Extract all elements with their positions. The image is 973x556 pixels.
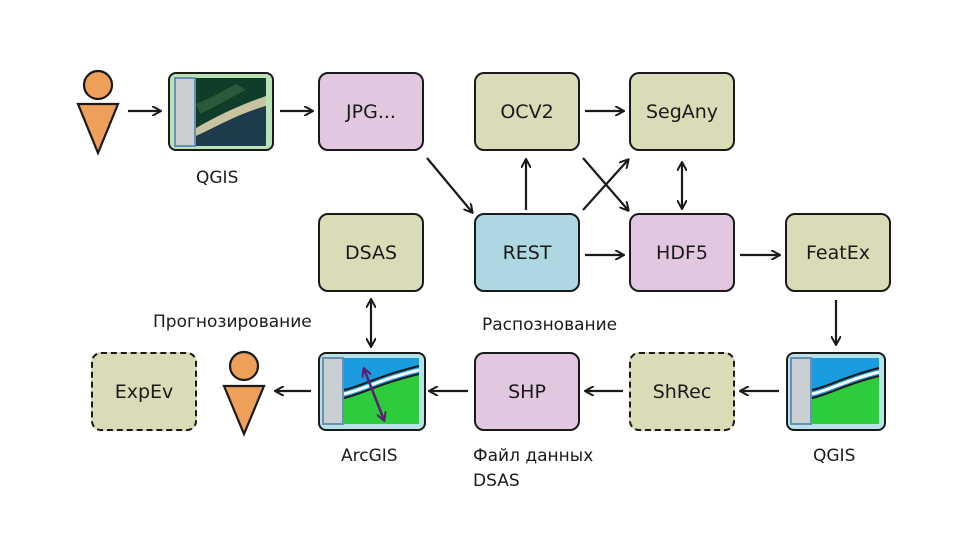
featex-node: FeatEx (785, 213, 891, 292)
qgis-top-label: QGIS (196, 168, 239, 188)
hdf5-node: HDF5 (629, 213, 735, 292)
jpg-node: JPG... (318, 72, 424, 151)
arrow-ocv2-to-hdf5 (582, 157, 628, 210)
forecast-label: Прогнозирование (153, 312, 312, 332)
arrow-jpg-to-rest (426, 157, 472, 212)
shoreline-map-icon (318, 352, 426, 431)
expev-node: ExpEv (91, 352, 197, 431)
satellite-map-icon (168, 72, 274, 151)
ocv2-node: OCV2 (474, 72, 580, 151)
recognition-label: Распознование (482, 315, 618, 335)
dsas-node: DSAS (318, 213, 424, 292)
arcgis-label: ArcGIS (341, 446, 398, 466)
rest-node: REST (474, 213, 580, 292)
shrec-node: ShRec (629, 352, 735, 431)
shoreline-map-icon (786, 352, 886, 431)
seganym-node: SegAny (629, 72, 735, 151)
shp-node: SHP (474, 352, 580, 431)
dsas-file-label-line1: Файл данных (473, 446, 594, 466)
dsas-file-label-line2: DSAS (473, 471, 520, 491)
qgis-bottom-label: QGIS (813, 446, 856, 466)
